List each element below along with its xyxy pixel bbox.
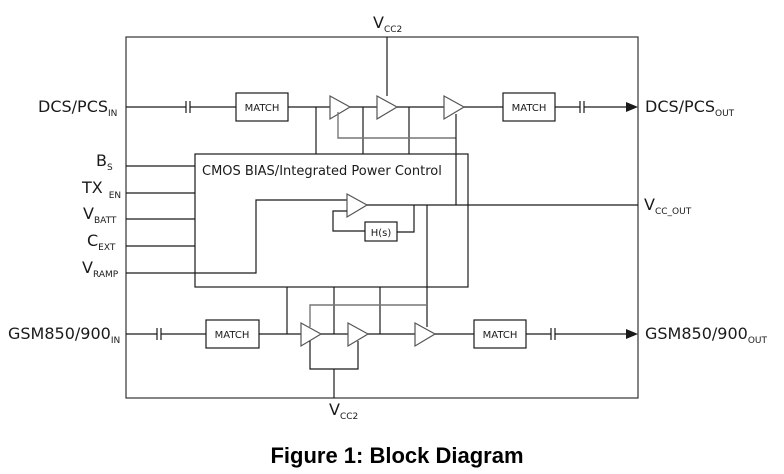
vramp-wire xyxy=(126,199,347,274)
capacitor-icon xyxy=(156,328,162,340)
wire xyxy=(309,341,359,370)
gsm-amp-stage1-icon xyxy=(300,321,323,348)
vramp-label: VRAMP xyxy=(82,258,119,280)
control-amp-icon xyxy=(346,192,369,219)
cext-label: CEXT xyxy=(87,231,116,253)
dcs-match-in-label: MATCH xyxy=(245,103,280,114)
gsm-out-label: GSM850/900OUT xyxy=(645,324,767,346)
capacitor-icon xyxy=(579,101,585,113)
bs-label: BS xyxy=(96,151,113,173)
gsm-amp-stage3-icon xyxy=(414,321,437,348)
chip-boundary xyxy=(125,36,639,399)
dcs-match-out-label: MATCH xyxy=(512,103,547,114)
dcs-amp-stage1-icon xyxy=(329,94,352,121)
gsm-feedback-wire xyxy=(309,304,427,327)
vbatt-label: VBATT xyxy=(83,204,117,226)
dcs-pcs-in-label: DCS/PCSIN xyxy=(38,97,117,119)
arrow-right-icon xyxy=(626,102,638,112)
gsm-match-out-block xyxy=(473,319,527,349)
cmos-bias-control-label: CMOS BIAS/Integrated Power Control xyxy=(202,164,442,179)
cmos-bias-control-block xyxy=(194,153,469,288)
hs-filter-label: H(s) xyxy=(371,228,392,239)
dcs-match-out-block xyxy=(502,92,556,122)
gsm-in-label: GSM850/900IN xyxy=(8,324,120,346)
dcs-pcs-out-label: DCS/PCSOUT xyxy=(645,97,735,119)
vcc2-top-label: VCC2 xyxy=(373,13,402,35)
vcc-out-label: VCC_OUT xyxy=(644,195,692,217)
dcs-amp-stage3-icon xyxy=(443,94,466,121)
arrow-right-icon xyxy=(626,329,638,339)
dcs-feedback-wire xyxy=(337,112,456,139)
capacitor-icon xyxy=(185,101,191,113)
wire xyxy=(332,210,365,232)
gsm-match-out-label: MATCH xyxy=(483,330,518,341)
gsm-match-in-label: MATCH xyxy=(215,330,250,341)
gsm-amp-stage2-icon xyxy=(347,321,370,348)
capacitor-icon xyxy=(550,328,556,340)
dcs-amp-stage2-icon xyxy=(376,94,399,121)
figure-caption: Figure 1: Block Diagram xyxy=(270,443,523,468)
wire xyxy=(397,205,415,233)
vcc2-bottom-label: VCC2 xyxy=(329,400,358,422)
